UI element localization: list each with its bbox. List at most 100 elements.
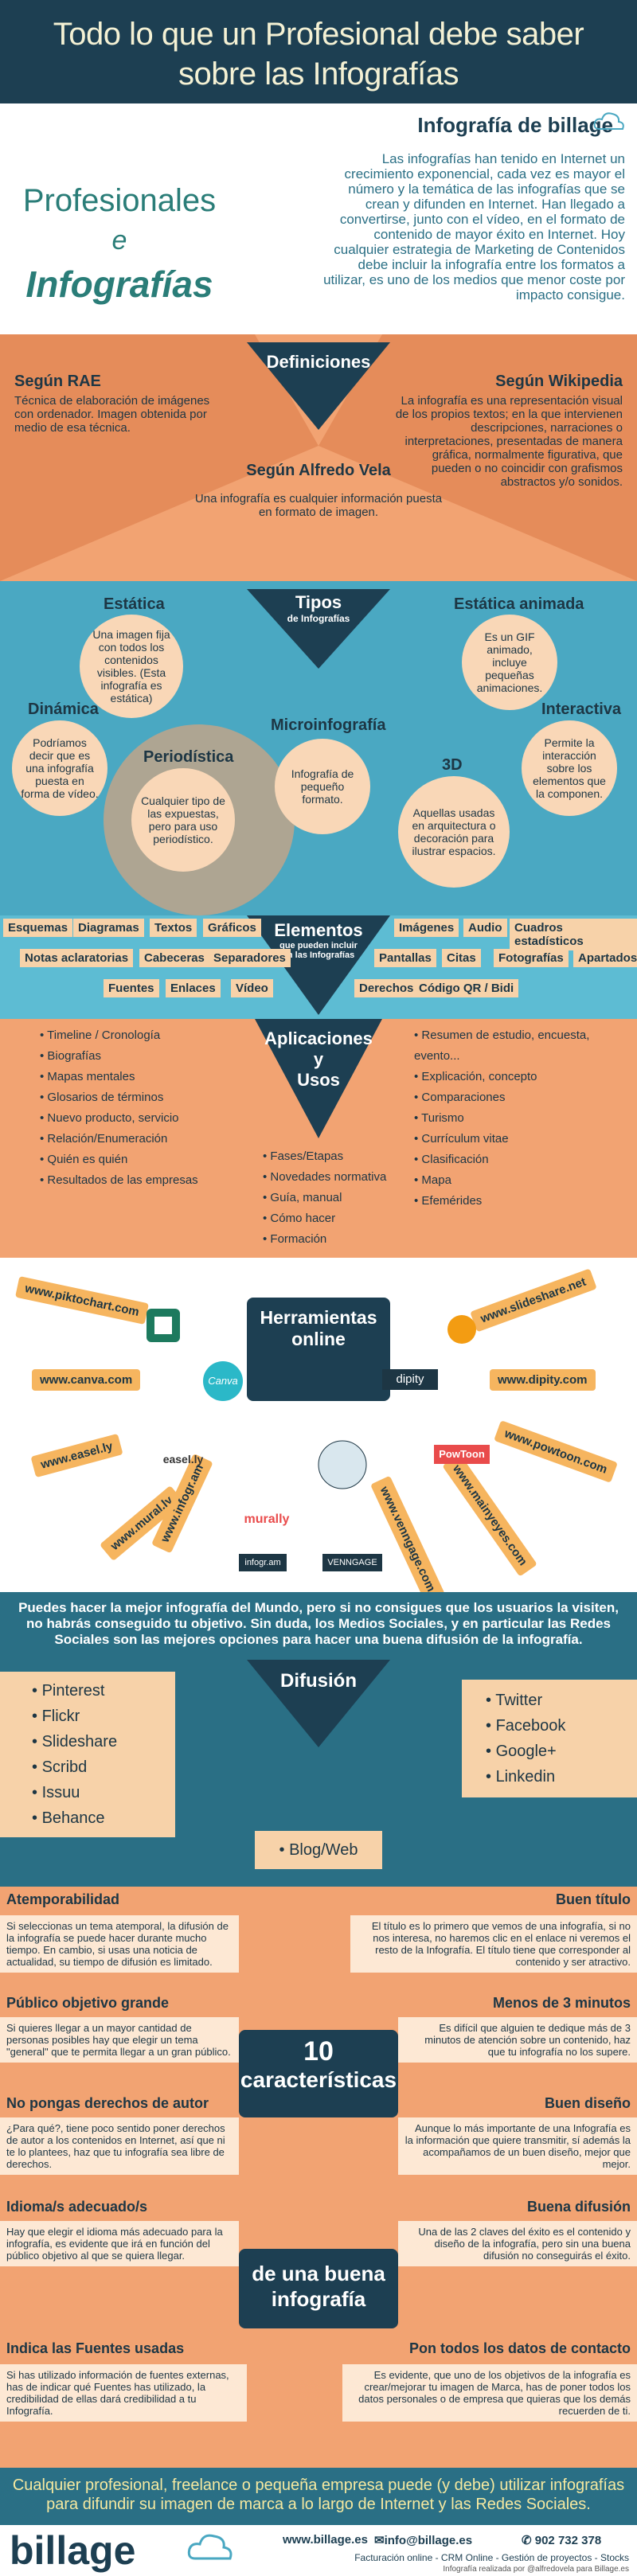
list-item: Mapa: [414, 1170, 633, 1191]
wiki-body: La infografía es una representación visu…: [395, 394, 623, 489]
list-item: Nuevo producto, servicio: [40, 1108, 247, 1129]
elements-section: Elementos que pueden incluir en las Info…: [0, 915, 637, 1019]
element-tag: Cabeceras: [139, 949, 209, 967]
feature-body: Si has utilizado información de fuentes …: [0, 2364, 247, 2422]
type-micro-circle: Infografía de pequeño formato.: [275, 739, 370, 834]
tools-title-2: online: [291, 1329, 346, 1349]
elements-triangle: [247, 915, 390, 1015]
apps-triangle: [255, 1019, 382, 1138]
tool-link-slideshare[interactable]: www.slideshare.net: [470, 1268, 597, 1333]
feature-body: Hay que elegir el idioma más adecuado pa…: [0, 2221, 239, 2266]
tools-section: Herramientas online www.piktochart.com w…: [0, 1258, 637, 1592]
feature-heading: Menos de 3 minutos: [492, 1995, 631, 2011]
rae-body: Técnica de elaboración de imágenes con o…: [14, 394, 210, 435]
tool-link-venngage[interactable]: www.venngage.com: [370, 1475, 445, 1592]
list-item: Biografías: [40, 1046, 247, 1067]
diffusion-triangle: [247, 1660, 390, 1747]
dipity-logo: dipity: [382, 1369, 438, 1390]
element-tag: Notas aclaratorias: [20, 949, 134, 967]
prof-line-3: Infografías: [25, 263, 213, 305]
apps-title-2: y: [313, 1049, 324, 1069]
list-item: Quién es quién: [40, 1149, 247, 1170]
list-item: Efemérides: [414, 1191, 633, 1212]
feature-body: El título es lo primero que vemos de una…: [350, 1915, 637, 1973]
footer-band: Cualquier profesional, freelance o peque…: [0, 2468, 637, 2525]
feature-body: ¿Para qué?, tiene poco sentido poner der…: [0, 2117, 239, 2175]
list-item: Resumen de estudio, encuesta, evento...: [414, 1025, 633, 1067]
list-item: Comparaciones: [414, 1087, 633, 1108]
element-tag: Esquemas: [3, 919, 73, 937]
diffusion-intro: Puedes hacer la mejor infografía del Mun…: [18, 1600, 619, 1647]
element-tag: Audio: [463, 919, 507, 937]
element-tag: Pantallas: [374, 949, 436, 967]
list-item: Timeline / Cronología: [40, 1025, 247, 1046]
element-tag: Textos: [150, 919, 197, 937]
footer-services: Facturación online - CRM Online - Gestió…: [354, 2552, 629, 2563]
list-item: Pinterest: [32, 1678, 175, 1704]
tool-link-piktochart[interactable]: www.piktochart.com: [15, 1276, 150, 1325]
feature-body: Si quieres llegar a un mayor cantidad de…: [0, 2017, 239, 2063]
list-item: Blog/Web: [255, 1837, 382, 1863]
features-ten: 10: [303, 2036, 334, 2067]
types-title: Tipos de Infografías: [263, 592, 374, 624]
tool-link-canva[interactable]: www.canva.com: [32, 1369, 141, 1391]
list-item: Linkedin: [486, 1764, 637, 1790]
applications-section: Aplicaciones y Usos Timeline / Cronologí…: [0, 1019, 637, 1258]
list-item: Google+: [486, 1739, 637, 1764]
rae-heading: Según RAE: [14, 373, 101, 390]
defs-title: Definiciones: [266, 352, 371, 372]
diffusion-section: Puedes hacer la mejor infografía del Mun…: [0, 1592, 637, 1887]
list-item: Formación: [263, 1229, 390, 1250]
type-dinamica-heading: Dinámica: [28, 701, 99, 718]
list-item: Behance: [32, 1805, 175, 1831]
type-animada-circle: Es un GIF animado, incluye pequeñas anim…: [462, 615, 557, 710]
types-title-main: Tipos: [295, 592, 342, 612]
intro-section: Infografía de billage Profesionales e In…: [0, 103, 637, 334]
type-interactiva-heading: Interactiva: [541, 701, 622, 718]
apps-left-list: Timeline / Cronología Biografías Mapas m…: [40, 1025, 247, 1191]
features-center-box-2: [239, 2249, 398, 2328]
types-title-sub: de Infografías: [287, 613, 350, 624]
feature-heading: No pongas derechos de autor: [6, 2095, 209, 2111]
tool-link-powtoon[interactable]: www.powtoon.com: [494, 1420, 619, 1483]
element-tag: Fuentes: [104, 979, 159, 997]
infogram-logo: infogr.am: [239, 1554, 287, 1571]
footer-mail[interactable]: ✉info@billage.es: [374, 2533, 472, 2547]
intro-text: Las infografías han tenido en Internet u…: [323, 151, 625, 302]
tool-link-easelly[interactable]: www.easel.ly: [30, 1433, 123, 1478]
feature-body: Es difícil que alguien te dedique más de…: [398, 2017, 637, 2063]
features-center-title-2: de una buena infografía: [239, 2261, 398, 2312]
feature-heading: Buen diseño: [544, 2095, 631, 2111]
feature-body: Es evidente, que uno de los objetivos de…: [342, 2364, 637, 2422]
type-3d-heading: 3D: [442, 756, 463, 774]
defs-background-shapes: [0, 334, 637, 581]
list-item: Flickr: [32, 1704, 175, 1729]
tool-link-dipity[interactable]: www.dipity.com: [490, 1369, 596, 1391]
piktochart-logo-icon: [147, 1309, 180, 1342]
feature-body: Una de las 2 claves del éxito es el cont…: [398, 2221, 637, 2266]
element-tag: Cuadros estadísticos: [510, 919, 637, 950]
list-item: Facebook: [486, 1713, 637, 1739]
footer: Cualquier profesional, freelance o peque…: [0, 2468, 637, 2576]
diffusion-left-list: Pinterest Flickr Slideshare Scribd Issuu…: [0, 1672, 175, 1837]
list-item: Issuu: [32, 1780, 175, 1805]
element-tag: Gráficos: [203, 919, 261, 937]
tool-link-mainyeyes[interactable]: www.mainyeyes.com: [442, 1453, 538, 1578]
feature-heading: Buena difusión: [527, 2199, 631, 2215]
title-line-1: Todo lo que un Profesional debe saber: [53, 17, 584, 52]
apps-title: Aplicaciones y Usos: [255, 1028, 382, 1091]
prof-line-1: Profesionales: [22, 183, 217, 218]
vela-heading: Según Alfredo Vela: [246, 462, 391, 479]
header: Todo lo que un Profesional debe saber so…: [0, 0, 637, 103]
footer-web-link[interactable]: www.billage.es: [283, 2533, 368, 2547]
features-word: características: [240, 2067, 397, 2092]
features-center-title-1: 10 características: [239, 2036, 398, 2093]
element-tag: Código QR / Bidi: [414, 979, 519, 997]
prof-line-2: e: [111, 225, 127, 256]
canva-logo: Canva: [203, 1361, 243, 1401]
footer-phone-text: 902 732 378: [534, 2534, 602, 2547]
list-item: Turismo: [414, 1108, 633, 1129]
elements-title-sub: que pueden incluir en las Infografías: [279, 941, 358, 960]
element-tag: Derechos: [354, 979, 419, 997]
tools-title: Herramientas online: [247, 1307, 390, 1350]
